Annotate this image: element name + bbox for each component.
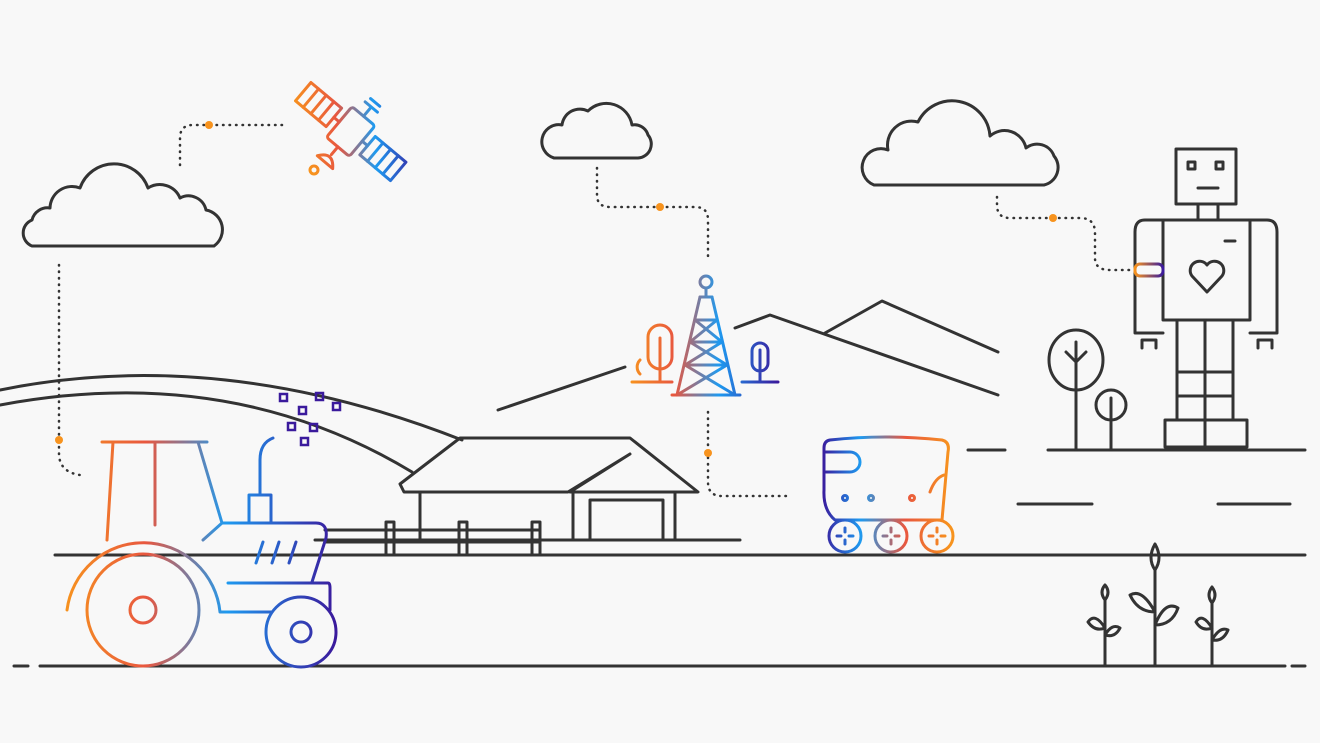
cloud-right: [860, 99, 1060, 187]
data-connectors: [55, 121, 1135, 498]
robot-icon: [1133, 147, 1279, 449]
connector-node: [656, 203, 664, 211]
crop-plants: [1086, 542, 1230, 668]
connector-node: [1049, 214, 1057, 222]
data-pixels: [278, 391, 342, 447]
connector-node: [55, 436, 63, 444]
satellite-icon: [294, 80, 408, 183]
tractor-icon: [65, 436, 338, 669]
delivery-robot-icon: [822, 435, 955, 554]
trees: [1047, 328, 1128, 452]
cloud-left: [21, 162, 224, 248]
cell-tower-icon: [630, 274, 780, 397]
hills: [0, 299, 1000, 474]
connector-node: [205, 121, 213, 129]
cloud-middle: [540, 101, 653, 160]
ground-lines: [12, 448, 1307, 668]
farmhouse: [313, 436, 742, 557]
connector-node: [704, 449, 712, 457]
robot-wristband: [1133, 262, 1165, 278]
